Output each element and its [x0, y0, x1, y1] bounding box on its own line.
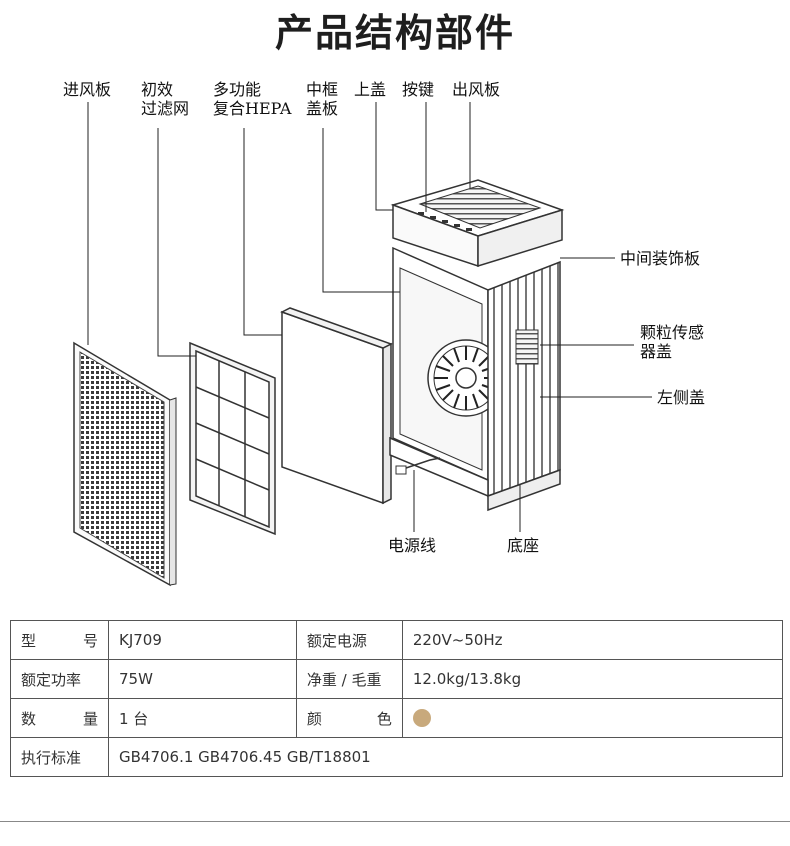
- spec-value-standard: GB4706.1 GB4706.45 GB/T18801: [108, 737, 783, 777]
- spec-value-model: KJ709: [108, 620, 297, 660]
- label-hepa: 多功能 复合HEPA: [213, 80, 292, 118]
- intake-panel-drawing: [73, 341, 177, 587]
- table-row: 型号 KJ709 额定电源 220V~50Hz: [10, 620, 784, 660]
- label-sensor-cover: 颗粒传感 器盖: [640, 323, 705, 361]
- label-left-cover: 左侧盖: [657, 388, 706, 407]
- page-title: 产品结构部件: [274, 11, 515, 55]
- color-swatch: [412, 709, 431, 728]
- spec-key-power: 额定功率: [10, 659, 109, 699]
- label-middle-trim: 中间装饰板: [620, 249, 701, 268]
- table-row: 额定功率 75W 净重 / 毛重 12.0kg/13.8kg: [10, 659, 784, 699]
- label-outlet-panel: 出风板: [452, 80, 501, 99]
- label-base: 底座: [507, 536, 540, 555]
- table-row: 执行标准 GB4706.1 GB4706.45 GB/T18801: [10, 737, 783, 777]
- purifier-body-drawing: [389, 179, 565, 512]
- spec-key: 型号: [10, 620, 109, 660]
- spec-key-standard: 执行标准: [10, 737, 109, 777]
- spec-table: 型号 KJ709 额定电源 220V~50Hz 额定功率 75W 净重 / 毛重…: [10, 620, 784, 777]
- spec-key-voltage: 额定电源: [295, 620, 403, 660]
- spec-key: 数量: [10, 698, 109, 738]
- label-top-cover: 上盖: [354, 80, 387, 99]
- label-pre-filter: 初效 过滤网: [141, 80, 190, 118]
- label-middle-frame-cover: 中框 盖板: [306, 80, 339, 118]
- spec-value-color: [401, 698, 784, 738]
- divider: [0, 821, 790, 822]
- label-intake-panel: 进风板: [63, 80, 112, 99]
- table-row: 数量 1 台 颜色: [10, 698, 784, 738]
- label-power-cord: 电源线: [388, 536, 437, 555]
- pre-filter-drawing: [189, 341, 276, 536]
- exploded-diagram: [73, 102, 652, 587]
- spec-value-weight: 12.0kg/13.8kg: [401, 659, 784, 699]
- spec-value-power: 75W: [108, 659, 297, 699]
- hepa-drawing: [280, 307, 393, 505]
- spec-key: 颜色: [295, 698, 403, 738]
- leader-lines: [87, 102, 652, 532]
- spec-key-weight: 净重 / 毛重: [295, 659, 403, 699]
- spec-value-voltage: 220V~50Hz: [401, 620, 784, 660]
- spec-value-qty: 1 台: [108, 698, 297, 738]
- label-buttons: 按键: [402, 80, 435, 99]
